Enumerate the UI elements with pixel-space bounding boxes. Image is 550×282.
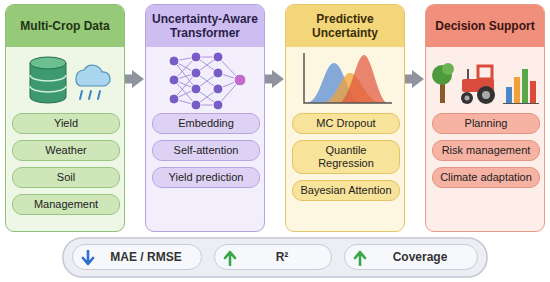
icon-shape <box>506 87 512 103</box>
icon-shape <box>440 83 445 103</box>
pill-label: Yield prediction <box>157 171 255 184</box>
icon-shape <box>83 251 93 264</box>
icon-shape <box>30 75 66 92</box>
item-pill: MC Dropout <box>292 113 400 134</box>
icon-shape <box>234 74 246 86</box>
panel-heading: Decision Support <box>426 5 544 47</box>
distribution-icon <box>286 49 405 111</box>
pill-label: Planning <box>437 117 535 130</box>
icon-shape <box>461 92 473 104</box>
down-arrow-icon <box>81 250 95 266</box>
icon-shape <box>76 65 110 86</box>
panel-heading: Multi-Crop Data <box>6 5 124 47</box>
item-pill: Yield prediction <box>152 167 260 188</box>
stage-panel: Multi-Crop DataYieldWeatherSoilManagemen… <box>5 4 125 232</box>
icon-shape <box>478 66 492 79</box>
stage-panel: Uncertainty-Aware TransformerEmbeddingSe… <box>145 4 265 232</box>
pill-label: R² <box>241 250 323 264</box>
icon-shape <box>355 252 365 265</box>
item-pill: Management <box>12 194 120 215</box>
item-pill: Weather <box>12 140 120 161</box>
item-pill: Embedding <box>152 113 260 134</box>
panel-heading: Uncertainty-Aware Transformer <box>146 5 264 47</box>
icon-shape <box>522 69 528 103</box>
metric-pill: Coverage <box>344 244 478 270</box>
pill-label: Coverage <box>371 250 469 264</box>
metric-pill: R² <box>214 244 332 270</box>
item-pill: Bayesian Attention <box>292 180 400 201</box>
item-pill: Planning <box>432 113 540 134</box>
pill-label: Self-attention <box>157 144 255 157</box>
stage-panel: Predictive Uncertainty MC DropoutQuantile… <box>285 4 405 232</box>
icon-shape <box>80 91 100 99</box>
pill-label: MAE / RMSE <box>99 250 193 264</box>
metric-pill: MAE / RMSE <box>72 244 202 270</box>
icon-shape <box>169 52 223 110</box>
network-icon <box>146 49 265 111</box>
icon-shape <box>191 68 201 78</box>
pill-label: Weather <box>17 144 115 157</box>
icon-shape <box>169 56 179 66</box>
item-pill: Self-attention <box>152 140 260 161</box>
pill-label: MC Dropout <box>297 117 395 130</box>
icon-shape <box>213 68 223 78</box>
flow-arrow <box>405 75 413 84</box>
icon-shape <box>225 252 235 265</box>
up-arrow-icon <box>223 250 237 266</box>
icon-shape <box>465 96 470 101</box>
pill-label: Management <box>17 198 115 211</box>
stage-panel: Decision SupportPlanningRisk managementC… <box>425 4 545 232</box>
icon-shape <box>191 52 201 62</box>
icon-shape <box>482 91 490 99</box>
icon-shape <box>191 84 201 94</box>
panel-heading: Predictive Uncertainty <box>286 5 404 47</box>
icon-shape <box>338 55 388 103</box>
item-pill: Soil <box>12 167 120 188</box>
item-pill: Yield <box>12 113 120 134</box>
icon-shape <box>530 81 536 103</box>
pill-label: Soil <box>17 171 115 184</box>
pill-label: Embedding <box>157 117 255 130</box>
icon-shape <box>477 86 495 104</box>
icon-shape <box>174 57 240 105</box>
item-pill: Risk management <box>432 140 540 161</box>
pill-label: Climate adaptation <box>437 171 535 184</box>
flow-arrow <box>265 75 273 84</box>
item-pill: Quantile Regression <box>292 140 400 174</box>
icon-shape <box>191 100 201 110</box>
icon-shape <box>213 100 223 110</box>
icon-shape <box>514 77 520 103</box>
icon-shape <box>30 57 66 69</box>
icon-shape <box>213 52 223 62</box>
icon-shape <box>467 69 469 79</box>
pill-label: Quantile Regression <box>297 144 395 170</box>
icon-shape <box>169 75 179 85</box>
icon-shape <box>304 53 392 103</box>
item-pill: Climate adaptation <box>432 167 540 188</box>
icon-shape <box>442 63 454 75</box>
pill-label: Bayesian Attention <box>297 184 395 197</box>
data-icon <box>6 49 125 111</box>
icon-shape <box>169 94 179 104</box>
decision-icon <box>426 49 545 111</box>
up-arrow-icon <box>353 250 367 266</box>
icon-shape <box>213 84 223 94</box>
pill-label: Yield <box>17 117 115 130</box>
icon-shape <box>503 103 539 104</box>
flow-arrow <box>125 75 133 84</box>
pill-label: Risk management <box>437 144 535 157</box>
